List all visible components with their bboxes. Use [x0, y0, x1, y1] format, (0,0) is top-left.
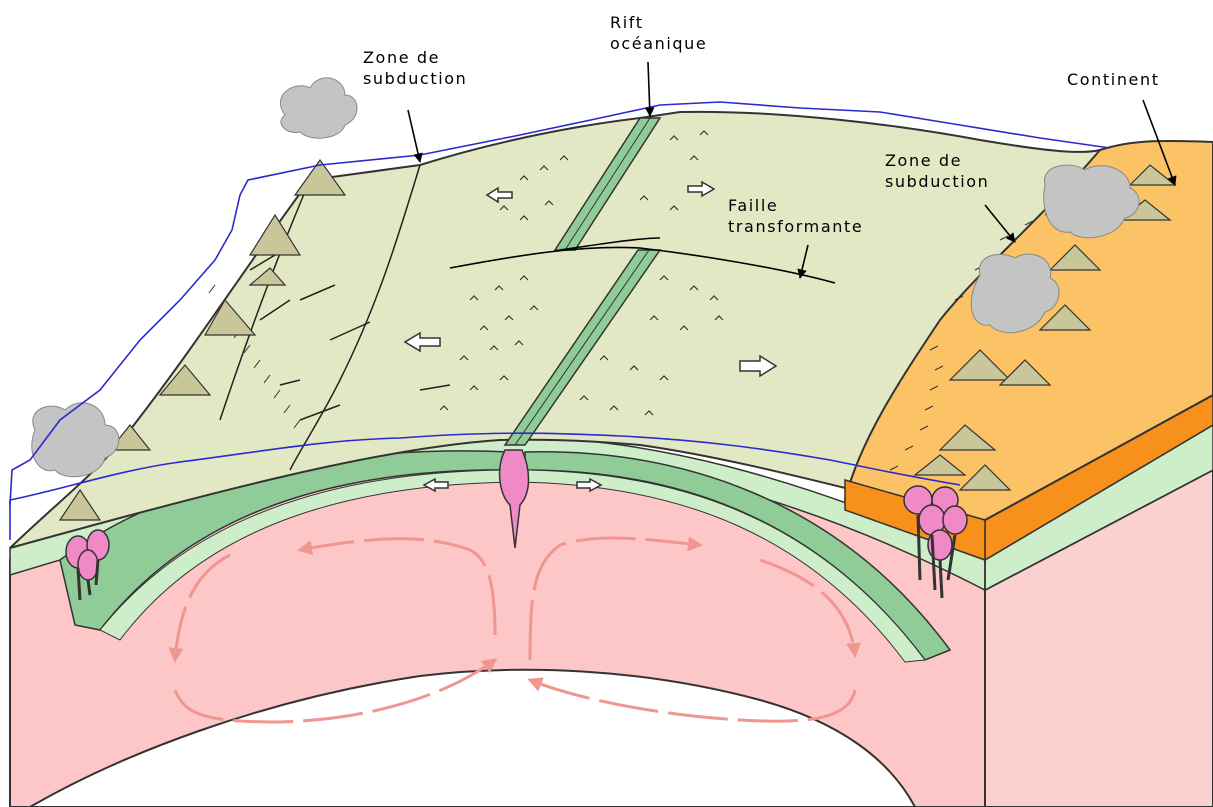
arrow-left-subduction — [408, 110, 420, 162]
label-right-subduction: Zone de subduction — [885, 150, 989, 192]
label-left-subduction-line2: subduction — [363, 68, 467, 89]
cloud-icon — [280, 78, 357, 138]
label-rift: Rift océanique — [610, 12, 707, 54]
label-rift-line1: Rift — [610, 12, 707, 33]
label-left-subduction-line1: Zone de — [363, 47, 467, 68]
label-rift-line2: océanique — [610, 33, 707, 54]
label-transform-fault: Faille transformante — [728, 195, 863, 237]
label-right-subduction-line2: subduction — [885, 171, 989, 192]
label-transform-fault-line1: Faille — [728, 195, 863, 216]
label-transform-fault-line2: transformante — [728, 216, 863, 237]
label-left-subduction: Zone de subduction — [363, 47, 467, 89]
label-right-subduction-line1: Zone de — [885, 150, 989, 171]
label-continent: Continent — [1067, 69, 1160, 90]
